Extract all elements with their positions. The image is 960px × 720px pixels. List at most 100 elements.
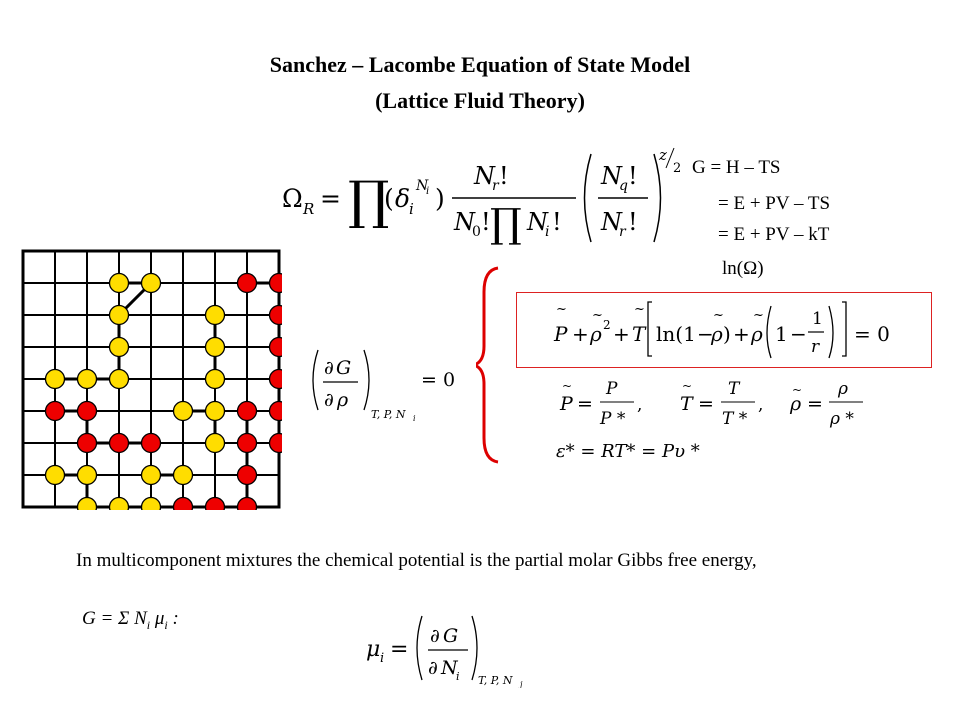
svg-text:!: !	[499, 162, 509, 190]
svg-text:i: i	[380, 651, 384, 666]
svg-text:= 0: = 0	[421, 369, 455, 391]
svg-text:ε* = RT* = Pυ *: ε* = RT* = Pυ *	[556, 441, 700, 462]
svg-text:G: G	[443, 625, 458, 647]
mu-i-equation: μ i = ∂ G ∂ N i T, P, N j	[366, 615, 523, 688]
yellow-bead	[108, 336, 130, 358]
eos-box	[516, 292, 932, 368]
yellow-bead	[76, 368, 98, 390]
eos-equation: ~ P + ~ ρ 2 + ~ T ln(1 − ~ ρ ) + ~ ρ 1 −…	[553, 301, 890, 359]
svg-text:P: P	[553, 322, 568, 346]
svg-text:N: N	[600, 208, 623, 236]
red-bead	[236, 272, 258, 294]
epsilon-equation: ε* = RT* = Pυ *	[556, 441, 700, 462]
svg-text:N: N	[415, 178, 429, 194]
red-bead	[44, 400, 66, 422]
svg-text:~: ~	[562, 379, 572, 393]
svg-text:~: ~	[634, 302, 645, 317]
svg-text:∂: ∂	[428, 657, 438, 679]
svg-text:!: !	[481, 208, 491, 236]
svg-text:~: ~	[713, 308, 724, 323]
svg-text:,: ,	[758, 395, 763, 415]
svg-text:j: j	[518, 680, 523, 688]
red-bead	[204, 496, 226, 510]
svg-text:N: N	[453, 208, 476, 236]
svg-text:−: −	[790, 322, 807, 346]
svg-text:ρ: ρ	[789, 393, 802, 415]
svg-text:1: 1	[775, 322, 788, 346]
gibbs-line-4: ln(Ω)	[722, 258, 764, 279]
yellow-bead	[204, 336, 226, 358]
svg-text:P: P	[559, 393, 574, 415]
yellow-bead	[172, 464, 194, 486]
svg-text:0: 0	[472, 224, 481, 240]
red-bead	[268, 272, 282, 294]
yellow-bead	[44, 368, 66, 390]
yellow-bead	[204, 432, 226, 454]
svg-text:ρ: ρ	[336, 389, 349, 411]
svg-text:ρ: ρ	[750, 322, 763, 346]
svg-text:i: i	[545, 224, 549, 240]
svg-text:=: =	[577, 393, 593, 415]
red-bead	[236, 400, 258, 422]
svg-text:!: !	[628, 162, 638, 190]
yellow-bead	[172, 400, 194, 422]
svg-text:T: T	[728, 379, 741, 399]
svg-text:∂: ∂	[324, 389, 334, 411]
svg-text:∏: ∏	[348, 171, 389, 231]
svg-text:r: r	[619, 224, 627, 240]
svg-text:=: =	[698, 393, 714, 415]
svg-text:ρ: ρ	[837, 379, 848, 399]
red-bead	[236, 464, 258, 486]
svg-text:T *: T *	[722, 409, 748, 429]
svg-text:P: P	[605, 379, 618, 399]
svg-text:G: G	[336, 357, 351, 379]
yellow-bead	[204, 368, 226, 390]
g-sum-sub-2: i	[164, 617, 168, 632]
svg-text:R: R	[302, 200, 314, 218]
svg-text:δ: δ	[395, 184, 410, 213]
svg-text:q: q	[619, 178, 628, 194]
red-bead	[268, 336, 282, 358]
svg-text:i: i	[426, 186, 429, 197]
svg-text:ρ *: ρ *	[829, 409, 854, 429]
svg-text:T: T	[632, 322, 647, 346]
svg-text:N: N	[473, 162, 496, 190]
svg-text:2: 2	[673, 161, 681, 176]
svg-text:+: +	[572, 322, 589, 346]
paragraph-text: In multicomponent mixtures the chemical …	[76, 550, 757, 571]
svg-text:P *: P *	[599, 409, 626, 429]
red-bead	[268, 304, 282, 326]
svg-text:Ω: Ω	[282, 184, 303, 213]
red-bead	[268, 368, 282, 390]
red-bead	[108, 432, 130, 454]
yellow-bead	[204, 400, 226, 422]
yellow-bead	[108, 496, 130, 510]
svg-text:!: !	[552, 208, 562, 236]
curly-bracket	[476, 266, 499, 464]
red-bead	[268, 432, 282, 454]
svg-text:N: N	[526, 208, 549, 236]
svg-text:+: +	[733, 322, 750, 346]
red-bead	[140, 432, 162, 454]
red-bead	[172, 496, 194, 510]
svg-text:T, P, N: T, P, N	[478, 674, 513, 687]
lattice-diagram	[21, 249, 282, 510]
yellow-bead	[108, 368, 130, 390]
svg-text:1: 1	[812, 309, 823, 329]
yellow-bead	[108, 272, 130, 294]
svg-text:z: z	[658, 146, 667, 164]
yellow-bead	[140, 272, 162, 294]
red-bead	[236, 432, 258, 454]
svg-text:~: ~	[556, 302, 567, 317]
svg-text:N: N	[600, 162, 623, 190]
dg-drho-equation: ∂ G ∂ ρ T, P, N i = 0	[312, 349, 455, 423]
svg-text:~: ~	[592, 308, 603, 323]
svg-text:=: =	[807, 393, 823, 415]
svg-text:+: +	[613, 322, 630, 346]
svg-text:i: i	[456, 670, 460, 683]
svg-text:): )	[435, 184, 445, 213]
gibbs-line-1: G = H – TS	[692, 157, 781, 178]
svg-text:N: N	[440, 657, 459, 679]
svg-text:~: ~	[753, 308, 764, 323]
yellow-bead	[204, 304, 226, 326]
